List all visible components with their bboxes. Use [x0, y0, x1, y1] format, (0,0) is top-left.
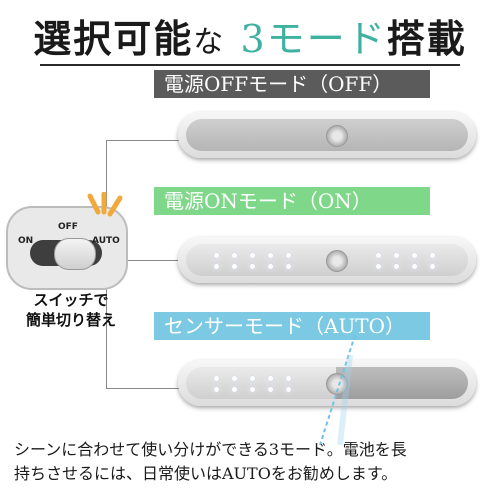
motion-sensor-icon — [326, 250, 348, 272]
led — [232, 264, 237, 269]
connector-on — [124, 260, 180, 261]
led — [430, 253, 435, 258]
led — [232, 253, 237, 258]
motion-sensor-icon — [326, 373, 348, 395]
switch-knob — [54, 238, 96, 270]
led — [250, 387, 255, 392]
led — [286, 264, 291, 269]
led — [412, 253, 417, 258]
led — [268, 387, 273, 392]
led — [232, 376, 237, 381]
led — [376, 253, 381, 258]
footer-line1: シーンに合わせて使い分けができる3モード。電池を長 — [14, 440, 407, 459]
title-underline — [40, 64, 460, 66]
lamp-auto-diffuser — [186, 367, 468, 399]
connector-off — [106, 140, 184, 141]
led — [394, 264, 399, 269]
switch-caption: スイッチで 簡単切り替え — [6, 290, 136, 330]
lamp-on-diffuser — [186, 244, 468, 276]
mode-label-off: 電源OFFモード（OFF） — [154, 70, 430, 98]
connector-auto — [106, 388, 184, 389]
mode-label-auto: センサーモード（AUTO） — [154, 312, 430, 340]
led — [268, 264, 273, 269]
lamp-off — [178, 112, 476, 158]
title-part2: な — [193, 25, 226, 60]
led — [286, 387, 291, 392]
caption-line2: 簡単切り替え — [25, 311, 116, 329]
lamp-off-diffuser — [186, 119, 468, 151]
led — [412, 264, 417, 269]
led — [214, 387, 219, 392]
led — [268, 253, 273, 258]
sensor-beam-icon — [319, 335, 356, 445]
page-title: 選択可能な 3モード搭載 — [0, 8, 500, 63]
led — [214, 264, 219, 269]
title-accent: 3モード — [240, 17, 387, 61]
led — [286, 376, 291, 381]
led — [250, 376, 255, 381]
title-part3: 搭載 — [386, 16, 467, 61]
led — [286, 253, 291, 258]
led — [250, 253, 255, 258]
led — [376, 264, 381, 269]
caption-line1: スイッチで — [33, 291, 109, 309]
click-burst-icon — [87, 192, 123, 217]
switch-label-auto: AUTO — [92, 236, 120, 246]
switch-label-off: OFF — [58, 222, 78, 232]
motion-sensor-icon — [326, 125, 348, 147]
switch-label-on: ON — [18, 236, 34, 246]
title-part1: 選択可能 — [33, 16, 194, 61]
mode-switch: ON OFF AUTO — [6, 206, 128, 290]
mode-label-on: 電源ONモード（ON） — [154, 187, 430, 215]
led — [394, 253, 399, 258]
lamp-auto — [178, 360, 476, 406]
led — [232, 387, 237, 392]
led — [430, 264, 435, 269]
led — [250, 264, 255, 269]
led — [268, 376, 273, 381]
led — [214, 376, 219, 381]
footer-text: シーンに合わせて使い分けができる3モード。電池を長 持ちさせるには、日常使いはA… — [14, 438, 492, 486]
lamp-on — [178, 237, 476, 283]
led — [214, 253, 219, 258]
footer-line2: 持ちさせるには、日常使いはAUTOをお勧めします。 — [14, 464, 398, 483]
lamp-auto-shade — [336, 367, 468, 399]
